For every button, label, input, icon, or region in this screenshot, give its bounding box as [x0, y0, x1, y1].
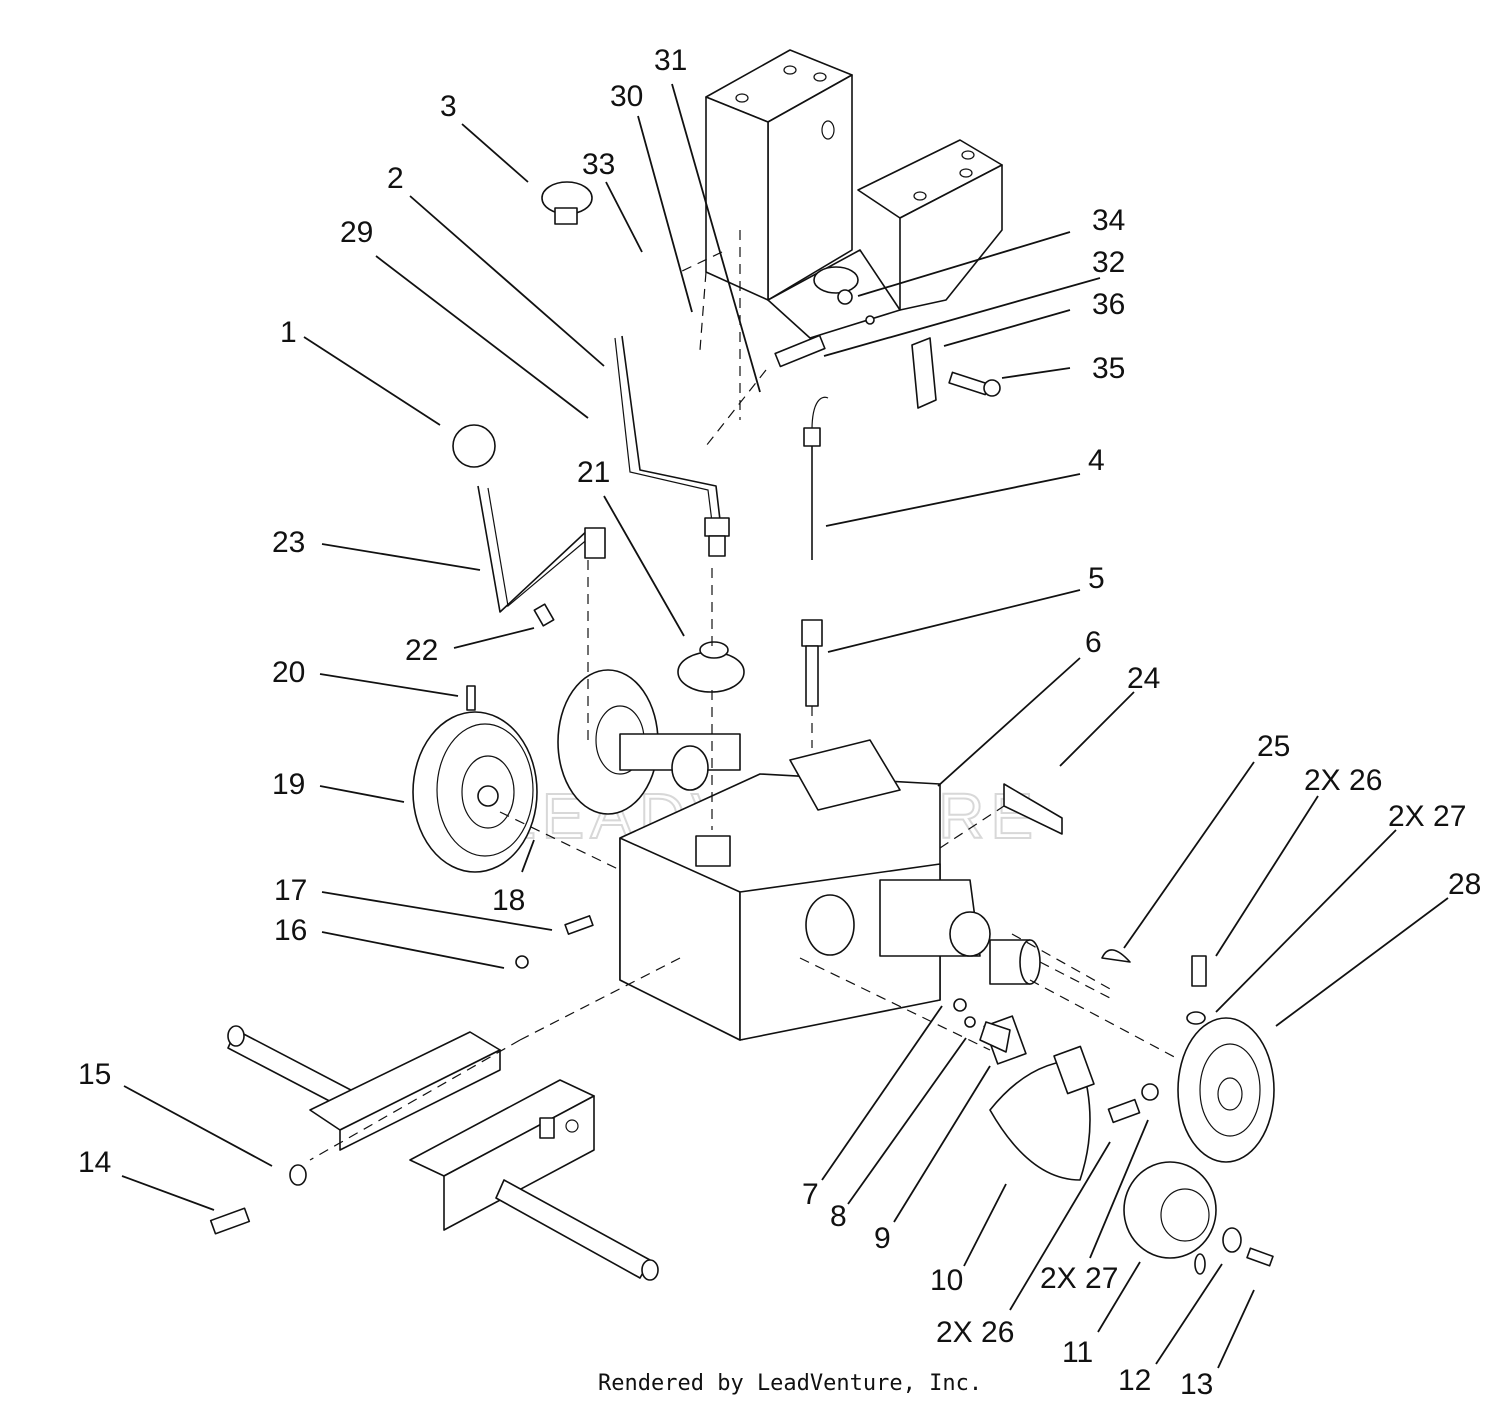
callout-6: 6 — [1085, 626, 1102, 659]
callout-12: 12 — [1118, 1364, 1151, 1397]
adjuster-spring — [1107, 1098, 1141, 1124]
brake-drum — [1123, 1161, 1274, 1275]
decal — [1003, 783, 1063, 835]
credit-text: Rendered by LeadVenture, Inc. — [598, 1371, 982, 1396]
callout-20: 20 — [272, 656, 305, 689]
spring-hardware — [774, 289, 1001, 409]
callout-32: 32 — [1092, 246, 1125, 279]
callout-16: 16 — [274, 914, 307, 947]
key — [1101, 949, 1131, 963]
callout-24: 24 — [1127, 662, 1160, 695]
axle-frame — [227, 1025, 659, 1281]
shift-lever — [541, 181, 745, 693]
callout-28: 28 — [1448, 868, 1481, 901]
callout-5: 5 — [1088, 562, 1105, 595]
callout-35: 35 — [1092, 352, 1125, 385]
callout-23: 23 — [272, 526, 305, 559]
callout-2: 2 — [387, 162, 404, 195]
callout-8: 8 — [830, 1200, 847, 1233]
callout-17: 17 — [274, 874, 307, 907]
callout-10: 10 — [930, 1264, 963, 1297]
transmission-housing — [619, 739, 1041, 1041]
callout-labels: 1 2 3 4 5 6 7 8 9 10 11 12 13 14 15 16 1… — [78, 44, 1481, 1401]
callout-30: 30 — [610, 80, 643, 113]
callout-2x-26-lower: 2X 26 — [936, 1316, 1014, 1349]
callout-21: 21 — [577, 456, 610, 489]
input-flange — [557, 669, 741, 815]
callout-33: 33 — [582, 148, 615, 181]
callout-2x-26-upper: 2X 26 — [1304, 764, 1382, 797]
callout-36: 36 — [1092, 288, 1125, 321]
clutch-lever — [452, 424, 606, 627]
callout-13: 13 — [1180, 1368, 1213, 1401]
callout-2x-27-lower: 2X 27 — [1040, 1262, 1118, 1295]
callout-2x-27-upper: 2X 27 — [1388, 800, 1466, 833]
upper-bracket — [705, 49, 1003, 339]
callout-1: 1 — [280, 316, 297, 349]
callout-22: 22 — [405, 634, 438, 667]
brake-plate — [1177, 1017, 1275, 1163]
callout-14: 14 — [78, 1146, 111, 1179]
callout-29: 29 — [340, 216, 373, 249]
leader-lines — [121, 83, 1449, 1369]
control-cable — [801, 396, 829, 707]
callout-15: 15 — [78, 1058, 111, 1091]
callout-25: 25 — [1257, 730, 1290, 763]
callout-4: 4 — [1088, 444, 1105, 477]
adjuster-spring-upper — [1191, 955, 1207, 987]
callout-9: 9 — [874, 1222, 891, 1255]
pulley — [412, 685, 538, 873]
callout-18: 18 — [492, 884, 525, 917]
callout-7: 7 — [802, 1178, 819, 1211]
callout-34: 34 — [1092, 204, 1125, 237]
callout-31: 31 — [654, 44, 687, 77]
parts-drawing — [209, 49, 1275, 1281]
callout-19: 19 — [272, 768, 305, 801]
callout-11: 11 — [1062, 1336, 1093, 1369]
callout-3: 3 — [440, 90, 457, 123]
